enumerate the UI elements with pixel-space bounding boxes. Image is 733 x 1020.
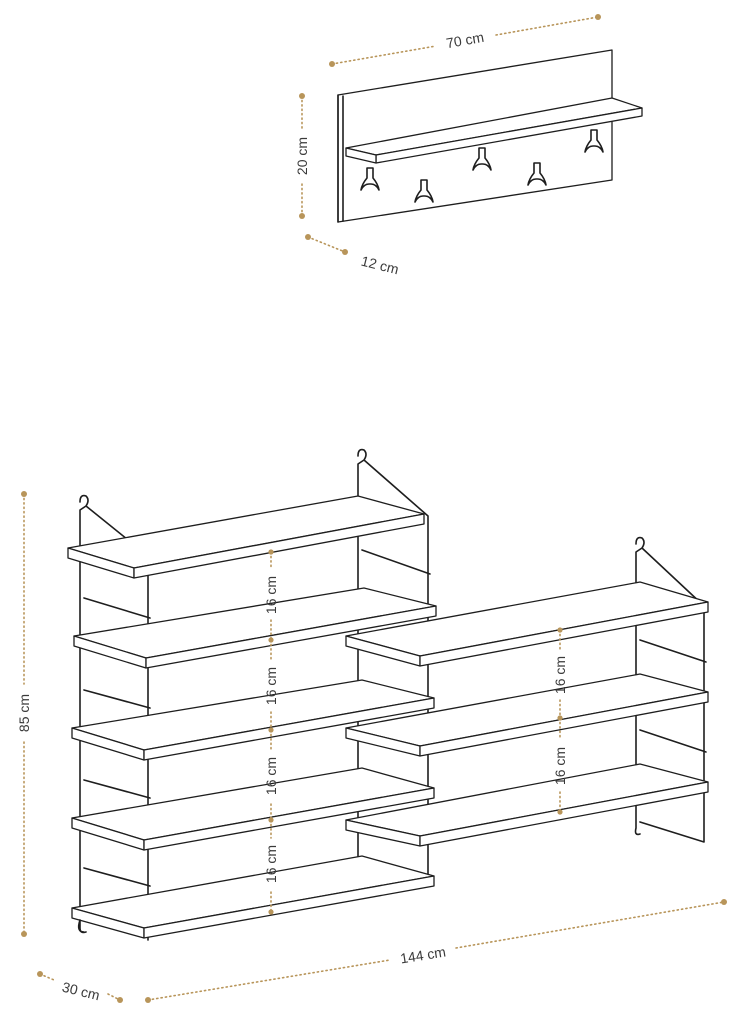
left-unit-shelf (73, 587, 437, 669)
right-unit-shelf (345, 581, 709, 667)
left-gap-label-3: 16 cm (263, 757, 279, 795)
left-gap-label-4: 16 cm (263, 845, 279, 883)
left-unit-bottom-loop (77, 919, 85, 933)
coat-rack-height-label: 20 cm (294, 137, 310, 175)
right-gap-label-1: 16 cm (552, 656, 568, 694)
coat-rack-width-dimension: 70 cm (329, 14, 601, 67)
left-unit-shelf (71, 679, 435, 761)
total-depth-dimension: 30 cm (37, 971, 123, 1003)
right-shelf-unit (345, 536, 709, 847)
left-unit-shelf (71, 855, 435, 939)
coat-rack (337, 49, 643, 223)
right-gap-label-2: 16 cm (552, 747, 568, 785)
total-depth-label: 30 cm (61, 979, 102, 1004)
total-height-label: 85 cm (16, 694, 32, 732)
coat-rack-width-label: 70 cm (445, 29, 485, 51)
coat-hook-icon (414, 179, 434, 203)
left-unit-shelf (71, 767, 435, 851)
left-unit-spacing-dimensions: 16 cm 16 cm 16 cm 16 cm (263, 549, 279, 915)
left-gap-label-1: 16 cm (263, 576, 279, 614)
coat-hook-icon (472, 147, 492, 171)
right-unit-shelf (345, 673, 709, 757)
total-height-dimension: 85 cm (16, 491, 32, 937)
right-unit-left-frame (634, 536, 705, 843)
coat-rack-depth-dimension: 12 cm (305, 234, 400, 277)
coat-rack-depth-label: 12 cm (360, 253, 401, 278)
coat-rack-shelf-side (345, 147, 377, 164)
left-gap-label-2: 16 cm (263, 667, 279, 705)
right-unit-shelf (345, 763, 709, 847)
coat-hook-icon (584, 129, 604, 153)
left-shelf-unit (67, 448, 437, 941)
coat-rack-height-dimension: 20 cm (294, 93, 310, 219)
total-width-dimension: 144 cm (145, 899, 727, 1003)
right-unit-cross-rods (639, 639, 707, 753)
coat-hook-icon (527, 162, 547, 186)
total-width-label: 144 cm (399, 944, 447, 967)
coat-hook-icon (360, 167, 380, 191)
left-unit-shelf (67, 495, 425, 579)
left-unit-right-frame (357, 448, 429, 887)
right-unit-spacing-dimensions: 16 cm 16 cm (552, 627, 568, 815)
